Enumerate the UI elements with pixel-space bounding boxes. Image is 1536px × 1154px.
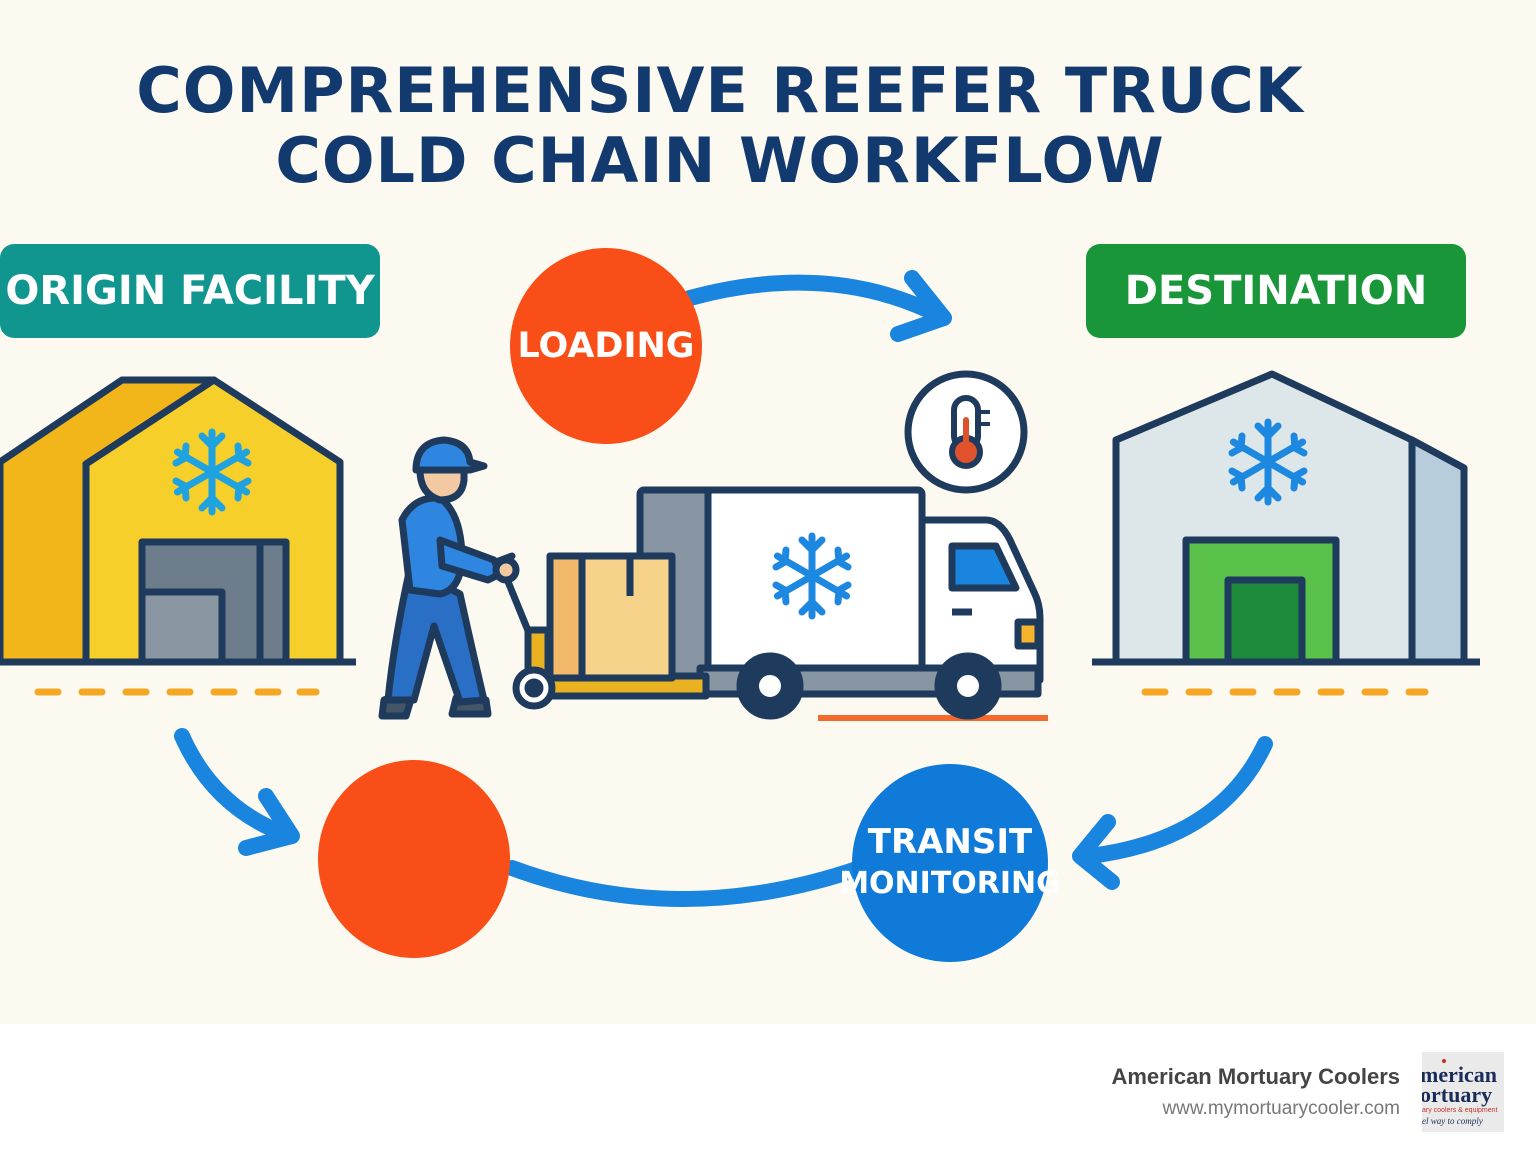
worker [378, 436, 520, 720]
destination-label: DESTINATION [1086, 244, 1466, 338]
loading-step: LOADING [510, 248, 702, 444]
logo-line2: ortuary [1422, 1082, 1492, 1107]
logo-line3: ary coolers & equipment [1422, 1107, 1498, 1114]
workflow-scene [0, 270, 1480, 907]
flow-arrows [174, 270, 1273, 907]
origin-facility-label: ORIGIN FACILITY [0, 244, 380, 338]
diagram-title: COMPREHENSIVE REEFER TRUCK COLD CHAIN WO… [136, 54, 1304, 197]
transit-step-label-line1: TRANSIT [867, 822, 1033, 862]
arrow-loading-to-destination [682, 274, 948, 324]
loading-step-label: LOADING [517, 326, 695, 366]
truck-wheel [934, 652, 1002, 720]
diagram-canvas: COMPREHENSIVE REEFER TRUCK COLD CHAIN WO… [0, 0, 1536, 1024]
destination-building [1092, 370, 1480, 666]
transit-step-label-line2: MONITORING [839, 866, 1061, 901]
arrow-transit-to-unloading [504, 860, 868, 907]
footer-url: www.mymortuarycooler.com [1162, 1098, 1400, 1119]
arrow-loading-to-destination-head [890, 270, 952, 342]
origin-building [0, 376, 356, 666]
company-logo: merican ortuary ary coolers & equipment … [1422, 1052, 1504, 1132]
box [546, 552, 676, 682]
truck-wheel [736, 652, 804, 720]
footer-company-name: American Mortuary Coolers [1111, 1064, 1400, 1089]
arrow-destination-to-transit [1082, 736, 1273, 864]
logo-line1: merican [1422, 1062, 1497, 1087]
arrow-origin-to-unloading-head [238, 788, 300, 856]
arrow-origin-to-unloading [174, 728, 298, 844]
thermometer-icon [904, 370, 1028, 494]
arrow-destination-to-transit-head [1072, 814, 1120, 890]
logo-line4: el way to comply [1422, 1116, 1483, 1126]
unlabeled-step [318, 760, 510, 958]
transit-monitoring-step: TRANSIT MONITORING [839, 764, 1061, 962]
